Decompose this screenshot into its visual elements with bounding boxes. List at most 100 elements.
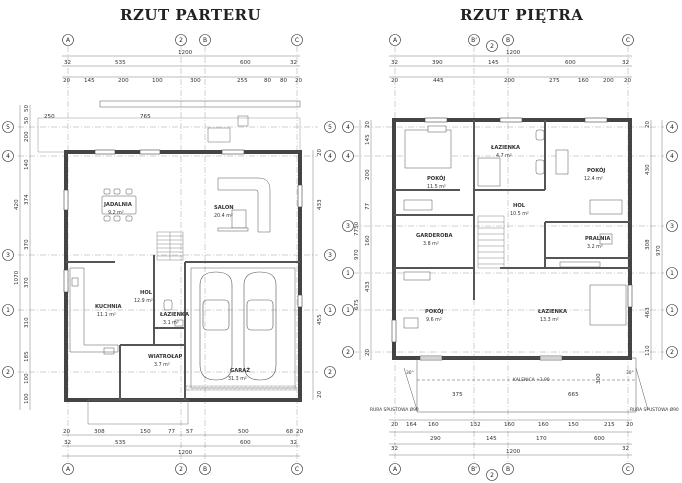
room-area: 11.1 m² xyxy=(97,312,116,318)
axis-label: 1 xyxy=(670,307,674,314)
axis-label: C xyxy=(295,466,299,473)
angle-label: 30° xyxy=(626,370,634,376)
dim: 145 xyxy=(84,78,95,84)
ground-room-labels: JADALNIA 9.2 m² SALON 20.4 m² KUCHNIA 11… xyxy=(95,202,250,382)
upper-dimensions: 1200 390 145 600 32 32 20 445 200 275 16… xyxy=(391,50,634,455)
dim-total: 1200 xyxy=(506,50,521,56)
axis-label: 1 xyxy=(328,307,332,314)
downpipe-label: RURA SPUSTOWA Ø90 xyxy=(370,406,419,413)
dim: 20 xyxy=(365,348,371,356)
dim: 374 xyxy=(24,194,30,205)
axis-label: A xyxy=(393,37,398,44)
dim: 140 xyxy=(24,159,30,170)
dim: 200 xyxy=(504,78,515,84)
dim: 375 xyxy=(452,392,463,398)
room-area: 3.1 m² xyxy=(163,320,179,326)
room-name: KUCHNIA xyxy=(95,304,122,310)
dim: 77 xyxy=(168,429,176,435)
room-area: 9.2 m² xyxy=(108,210,124,216)
dim-total: 1200 xyxy=(506,449,521,455)
dim: 32 xyxy=(290,60,297,66)
axis-label: 1 xyxy=(346,270,350,277)
dim: 215 xyxy=(604,422,615,428)
dim: 250 xyxy=(44,114,55,120)
room-area: 3.7 m² xyxy=(154,362,170,368)
dim: 200 xyxy=(118,78,129,84)
axis-label: C xyxy=(626,466,630,473)
axis-label: C xyxy=(295,37,299,44)
dim: 32 xyxy=(391,60,398,66)
dim: 370 xyxy=(24,239,30,250)
axis-label: C xyxy=(626,37,630,44)
axis-label: 2 xyxy=(6,369,10,376)
dim: 100 xyxy=(24,393,30,404)
upper-axis-bubbles xyxy=(342,34,678,481)
dim: 20 xyxy=(296,429,304,435)
dim: 275 xyxy=(549,78,560,84)
dim: 308 xyxy=(645,239,651,250)
dim: 170 xyxy=(536,436,547,442)
dim: 200 xyxy=(603,78,614,84)
ground-axis-labels: A 2 B C A 2 B C 5 4 3 1 2 5 4 3 1 2 xyxy=(6,37,332,473)
dim: 20 xyxy=(391,78,399,84)
dim: 20 xyxy=(365,120,371,128)
ground-axis-bubbles xyxy=(2,34,336,475)
ground-floor-plan: JADALNIA 9.2 m² SALON 20.4 m² KUCHNIA 11… xyxy=(2,34,336,475)
dim: 20 xyxy=(645,120,651,128)
axis-label: 5 xyxy=(6,124,10,131)
dim: 110 xyxy=(645,345,651,356)
axis-label: B' xyxy=(471,37,477,44)
room-area: 12.4 m² xyxy=(584,176,603,182)
dim: 32 xyxy=(64,60,71,66)
dim: 433 xyxy=(365,281,371,292)
axis-label: 2 xyxy=(328,369,332,376)
room-area: 9.6 m² xyxy=(426,317,442,323)
dim: 32 xyxy=(622,60,629,66)
downpipe-label: RURA SPUSTOWA Ø90 xyxy=(630,406,679,413)
dim: 20 xyxy=(626,422,634,428)
dim: 200 xyxy=(24,131,30,142)
axis-label: A xyxy=(393,466,398,473)
dim: 160 xyxy=(538,422,549,428)
ground-dimensions-vertical: 50 50 200 140 374 370 370 310 185 100 10… xyxy=(14,104,323,404)
room-name: GARDEROBA xyxy=(416,233,453,239)
upper-axis-labels: A B' 2 B C A B' 2 B C 4 4 3 1 1 2 4 4 3 … xyxy=(346,37,674,479)
dim: 463 xyxy=(645,307,651,318)
axis-label: B xyxy=(203,466,207,473)
room-area: 4.7 m² xyxy=(496,153,512,159)
ground-dimensions: 1200 535 600 32 32 20 145 200 100 300 25… xyxy=(44,50,304,456)
dim: 160 xyxy=(578,78,589,84)
dim: 445 xyxy=(433,78,444,84)
dim: 370 xyxy=(24,277,30,288)
axis-label: 3 xyxy=(346,223,350,230)
dim: 164 xyxy=(406,422,417,428)
room-area: 31.3 m² xyxy=(228,376,247,382)
dim: 20 xyxy=(391,422,399,428)
axis-label: 4 xyxy=(328,153,332,160)
dim: 80 xyxy=(280,78,288,84)
dim: 57 xyxy=(186,429,194,435)
room-area: 11.5 m² xyxy=(427,184,446,190)
room-area: 20.4 m² xyxy=(214,213,233,219)
room-name: HOL xyxy=(140,290,153,296)
dim: 68 xyxy=(286,429,294,435)
dim-total: 970 xyxy=(354,249,360,260)
axis-label: 2 xyxy=(490,43,494,50)
dim: 32 xyxy=(622,446,629,452)
dim: 200 xyxy=(365,169,371,180)
dim: 433 xyxy=(317,199,323,210)
dim: 32 xyxy=(391,446,398,452)
dim: 150 xyxy=(140,429,151,435)
dim-total: 970 xyxy=(656,245,662,256)
dim: 430 xyxy=(645,164,651,175)
dim-total: 7750 xyxy=(354,221,360,236)
axis-label: 4 xyxy=(346,124,350,131)
dim: 665 xyxy=(568,392,579,398)
dim: 160 xyxy=(365,235,371,246)
dim: 32 xyxy=(290,440,297,446)
room-area: 3.2 m² xyxy=(587,244,603,250)
dim: 77 xyxy=(365,202,371,210)
dim: 310 xyxy=(24,317,30,328)
upper-room-labels: POKÓJ 11.5 m² ŁAZIENKA 4.7 m² POKÓJ 12.4… xyxy=(416,145,610,323)
